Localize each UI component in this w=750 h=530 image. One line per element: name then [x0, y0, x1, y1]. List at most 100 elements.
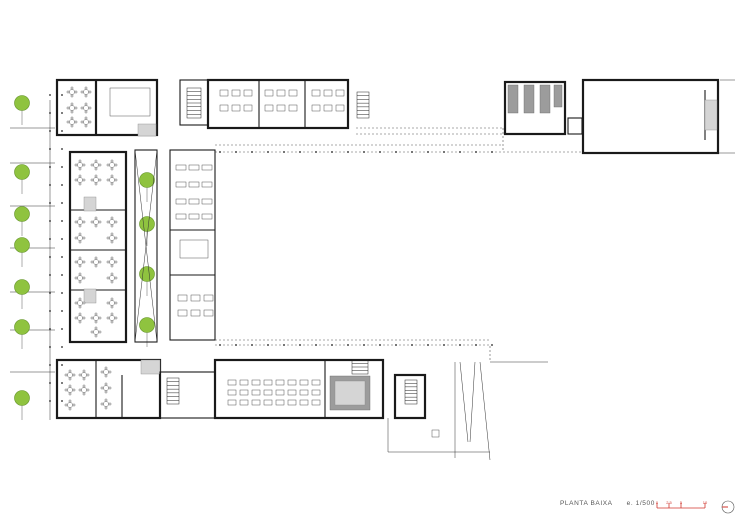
desk [243, 104, 253, 112]
table [81, 372, 87, 378]
table [77, 259, 83, 265]
chair [94, 167, 98, 171]
chair [110, 232, 114, 236]
table [77, 315, 83, 321]
chair [94, 159, 98, 163]
chair [114, 163, 118, 167]
plan-label: PLANTA BAIXA [560, 500, 613, 507]
column [61, 382, 63, 384]
chair [110, 312, 114, 316]
chair [100, 386, 104, 390]
scale-tick-label: 5 [680, 500, 683, 505]
desk [188, 164, 200, 171]
stair-outline [166, 377, 180, 405]
chair [110, 320, 114, 324]
desk [175, 198, 187, 205]
table [77, 235, 83, 241]
table [93, 162, 99, 168]
chair [74, 163, 78, 167]
desk [188, 181, 200, 188]
column [491, 344, 493, 346]
chair [78, 216, 82, 220]
desk [311, 399, 321, 406]
chair [74, 260, 78, 264]
column [49, 238, 51, 240]
desk [243, 89, 253, 97]
chair [110, 297, 114, 301]
column [283, 344, 285, 346]
chair [64, 403, 68, 407]
chair [82, 276, 86, 280]
chair [72, 388, 76, 392]
desk [264, 104, 274, 112]
chair [106, 301, 110, 305]
desk [175, 164, 187, 171]
scale-label: e. 1/500 [626, 500, 655, 507]
chair [106, 316, 110, 320]
chair [70, 110, 74, 114]
chair [94, 312, 98, 316]
desk [219, 104, 229, 112]
planted-corridor [134, 149, 216, 343]
chair [114, 276, 118, 280]
column [235, 151, 237, 153]
desk [263, 399, 273, 406]
column [49, 346, 51, 348]
desk [201, 181, 213, 188]
chair [74, 106, 78, 110]
chair [78, 280, 82, 284]
desk [288, 104, 298, 112]
chair [86, 373, 90, 377]
chair [74, 120, 78, 124]
column [379, 344, 381, 346]
chair [94, 334, 98, 338]
column [267, 344, 269, 346]
desk [190, 294, 201, 302]
table [109, 235, 115, 241]
chair [82, 369, 86, 373]
desk [203, 309, 214, 317]
column [219, 151, 221, 153]
chair [110, 224, 114, 228]
chair [108, 402, 112, 406]
chair [90, 220, 94, 224]
chair [110, 256, 114, 260]
drawing-caption: PLANTA BAIXA e. 1/500 [560, 500, 655, 507]
table [93, 259, 99, 265]
chair [64, 388, 68, 392]
chair [66, 106, 70, 110]
desk [251, 399, 261, 406]
chair [90, 260, 94, 264]
chair [114, 220, 118, 224]
column [61, 328, 63, 330]
column [49, 94, 51, 96]
column [49, 184, 51, 186]
column [61, 94, 63, 96]
table [109, 177, 115, 183]
table [103, 401, 109, 407]
chair [82, 377, 86, 381]
column [299, 344, 301, 346]
chair [94, 320, 98, 324]
column [49, 166, 51, 168]
desk [287, 399, 297, 406]
column [61, 220, 63, 222]
chair [74, 301, 78, 305]
column [395, 151, 397, 153]
desk [239, 389, 249, 396]
chair [94, 182, 98, 186]
desk [227, 399, 237, 406]
column [267, 151, 269, 153]
chair [82, 392, 86, 396]
column [49, 130, 51, 132]
chair [98, 316, 102, 320]
desk [239, 379, 249, 386]
chair [68, 384, 72, 388]
chair [74, 236, 78, 240]
chair [78, 240, 82, 244]
desk [299, 379, 309, 386]
column [61, 292, 63, 294]
chair [90, 163, 94, 167]
table [69, 89, 75, 95]
desk [264, 89, 274, 97]
